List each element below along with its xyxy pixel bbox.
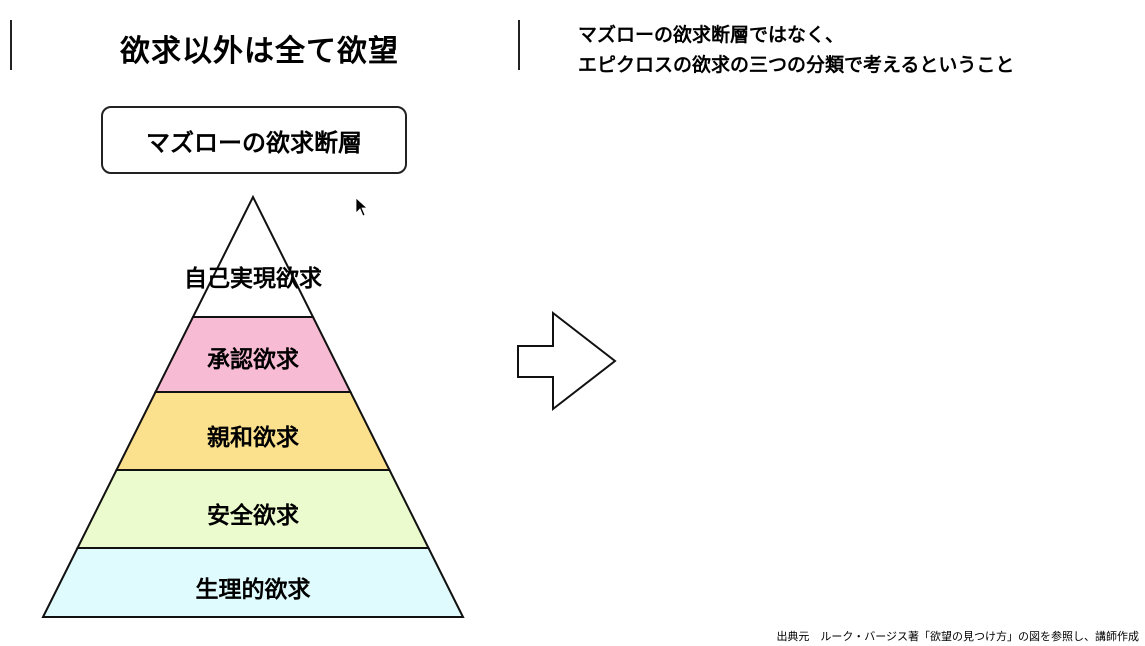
level-label-self-actualization: 自己実現欲求	[184, 266, 322, 292]
subtitle-line-2: エピクロスの欲求の三つの分類で考えるということ	[578, 54, 1015, 76]
left-divider	[10, 20, 12, 70]
mouse-cursor-icon	[355, 197, 369, 217]
pyramid-level-1	[191, 194, 315, 318]
pyramid-level-5	[41, 547, 465, 618]
middle-divider	[518, 20, 520, 70]
subtitle-line-1: マズローの欲求断層ではなく、	[578, 24, 845, 46]
source-note: 出典元 ルーク・バージス著「欲望の見つけ方」の図を参照し、講師作成	[776, 630, 1139, 643]
slide-title: 欲求以外は全て欲望	[120, 34, 399, 69]
level-label-safety: 安全欲求	[207, 503, 299, 529]
level-label-physiological: 生理的欲求	[195, 577, 311, 603]
maslow-box-label: マズローの欲求断層	[146, 128, 362, 157]
maslow-box: マズローの欲求断層	[101, 106, 407, 174]
level-label-esteem: 承認欲求	[207, 347, 299, 373]
right-arrow-icon	[517, 310, 617, 412]
level-label-belonging: 親和欲求	[207, 425, 299, 451]
